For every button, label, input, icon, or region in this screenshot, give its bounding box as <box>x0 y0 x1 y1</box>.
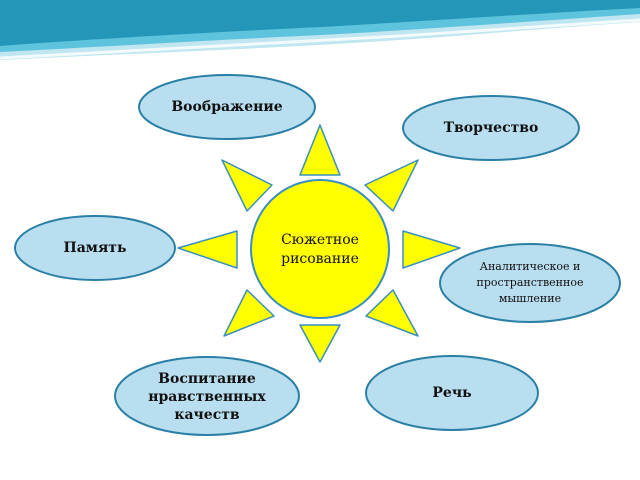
ray-right <box>402 230 461 269</box>
ray-upper-right <box>364 159 419 212</box>
node-imagination-ellipse <box>138 74 316 140</box>
node-moral-ellipse <box>114 356 300 436</box>
node-speech-ellipse <box>365 355 539 431</box>
wave-dark <box>0 0 640 46</box>
node-analytical-ellipse <box>439 243 621 323</box>
ray-lower-left <box>223 289 275 337</box>
ray-upper-left <box>221 159 273 212</box>
ray-lower-right <box>365 289 419 337</box>
header-wave <box>0 0 640 60</box>
ray-left <box>177 230 238 269</box>
node-ellipses <box>14 74 621 436</box>
sun-center <box>250 179 390 319</box>
node-memory-ellipse <box>14 215 176 281</box>
node-creativity-ellipse <box>402 95 580 161</box>
sun-rays <box>177 124 461 363</box>
ray-top <box>299 124 341 176</box>
ray-bottom <box>299 324 341 363</box>
wave-highlight <box>0 18 640 60</box>
